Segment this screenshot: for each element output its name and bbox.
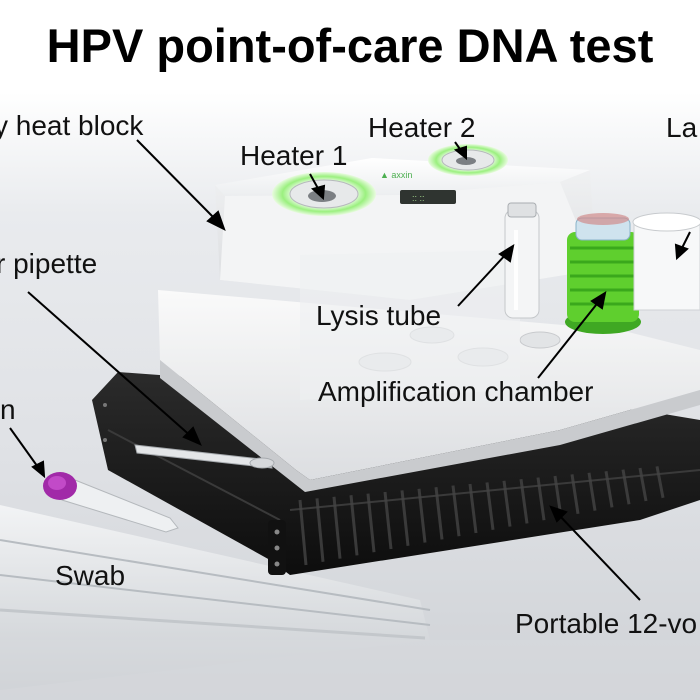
label-lysis-tube: Lysis tube xyxy=(316,300,442,331)
label-heater-1: Heater 1 xyxy=(240,140,348,171)
label-pipette: r pipette xyxy=(0,248,98,279)
label-lateral-flow: La xyxy=(666,112,698,143)
battery-rib xyxy=(315,498,325,562)
lateral-flow-holder xyxy=(632,212,700,311)
battery-rib xyxy=(502,480,512,527)
battery-rib xyxy=(468,483,478,534)
figure-title: HPV point-of-care DNA test xyxy=(46,19,654,72)
battery-rib xyxy=(451,485,461,537)
label-battery: Portable 12-vo xyxy=(515,608,698,639)
label-swab: Swab xyxy=(55,560,126,591)
battery-rib xyxy=(366,493,376,553)
battery-rib xyxy=(587,472,597,511)
battery-rib xyxy=(485,482,495,530)
heater-2-well xyxy=(428,144,508,176)
battery-rib xyxy=(536,477,546,521)
battery-rib xyxy=(349,495,359,556)
label-heat-block: y heat block xyxy=(0,110,144,141)
transfer-pipette xyxy=(134,444,275,469)
amplification-chamber xyxy=(565,213,641,334)
display-panel xyxy=(400,190,456,204)
battery-rib xyxy=(570,474,580,515)
battery-rib xyxy=(383,491,393,550)
swab-package xyxy=(0,505,700,700)
battery-rib xyxy=(400,490,410,546)
lysis-tube xyxy=(504,202,540,319)
battery-rib xyxy=(332,496,342,559)
label-heater-2: Heater 2 xyxy=(368,112,476,143)
battery-rib xyxy=(604,470,614,508)
battery-rib xyxy=(655,466,665,499)
collection-vial xyxy=(43,472,179,533)
svg-text::: ::: :: :: xyxy=(412,193,425,203)
battery-rib xyxy=(417,488,427,543)
battery-rib xyxy=(434,487,444,540)
label-collection: n xyxy=(0,394,16,425)
annotation-arrows xyxy=(9,139,691,601)
battery-rib xyxy=(638,467,648,502)
battery-rib xyxy=(519,478,529,524)
battery-rib xyxy=(298,499,308,566)
label-amplification-chamber: Amplification chamber xyxy=(318,376,594,407)
battery-rib xyxy=(621,469,631,505)
svg-text:▲ axxin: ▲ axxin xyxy=(380,170,412,180)
